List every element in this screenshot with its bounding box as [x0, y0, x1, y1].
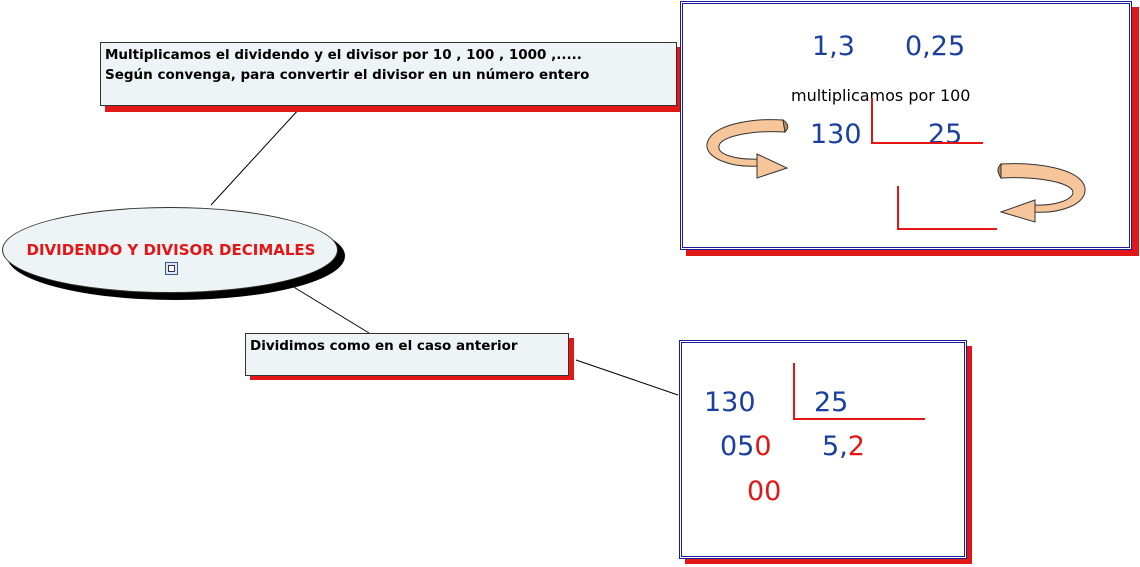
panel-bottom-quotient: 5,2	[822, 431, 865, 462]
panel-bottom[interactable]: 130 25 050 5,2 00	[679, 340, 967, 559]
panel-bottom-dividend: 130	[704, 387, 756, 418]
central-node[interactable]: DIVIDENDO Y DIVISOR DECIMALES	[2, 207, 338, 293]
concept-top-box[interactable]: Multiplicamos el dividendo y el divisor …	[100, 42, 677, 106]
quotient-integer: 5	[822, 431, 840, 462]
division-bracket-horizontal	[871, 142, 983, 144]
remainder1-blue-digits: 05	[720, 431, 755, 462]
concept-top-line2: Según convenga, para convertir el diviso…	[105, 67, 590, 83]
concept-top-line1: Multiplicamos el dividendo y el divisor …	[105, 47, 582, 63]
panel-bottom-divisor: 25	[814, 387, 849, 418]
long-division-bracket-vertical	[793, 363, 795, 420]
panel-top-divisor: 0,25	[905, 31, 966, 62]
remainder1-red-digit: 0	[754, 431, 772, 462]
panel-top-new-dividend: 130	[810, 119, 862, 150]
panel-top-instruction: multiplicamos por 100	[791, 86, 971, 105]
panel-top[interactable]: 1,3 0,25 multiplicamos por 100 130 25	[680, 1, 1132, 250]
panel-bottom-remainder1: 050	[720, 431, 772, 462]
note-icon[interactable]	[165, 262, 178, 275]
empty-bracket-horizontal	[897, 228, 997, 230]
curved-arrow-right-icon	[997, 162, 1086, 223]
long-division-bracket-horizontal	[793, 418, 925, 420]
panel-top-dividend: 1,3	[812, 31, 855, 62]
link-central-to-bottom-concept	[291, 285, 370, 334]
central-node-title: DIVIDENDO Y DIVISOR DECIMALES	[26, 241, 316, 259]
concept-bottom-box[interactable]: Dividimos como en el caso anterior	[245, 333, 569, 376]
empty-bracket-vertical	[897, 186, 899, 230]
quotient-separator: ,	[839, 431, 848, 462]
link-central-to-top-concept	[210, 107, 301, 206]
curved-arrow-left-icon	[706, 118, 789, 179]
division-bracket-vertical	[871, 98, 873, 144]
link-bottom-concept-to-panel	[575, 359, 679, 396]
quotient-decimal: 2	[847, 431, 865, 462]
concept-bottom-text: Dividimos como en el caso anterior	[250, 338, 518, 354]
panel-top-new-divisor: 25	[928, 119, 963, 150]
panel-bottom-remainder2: 00	[747, 476, 782, 507]
